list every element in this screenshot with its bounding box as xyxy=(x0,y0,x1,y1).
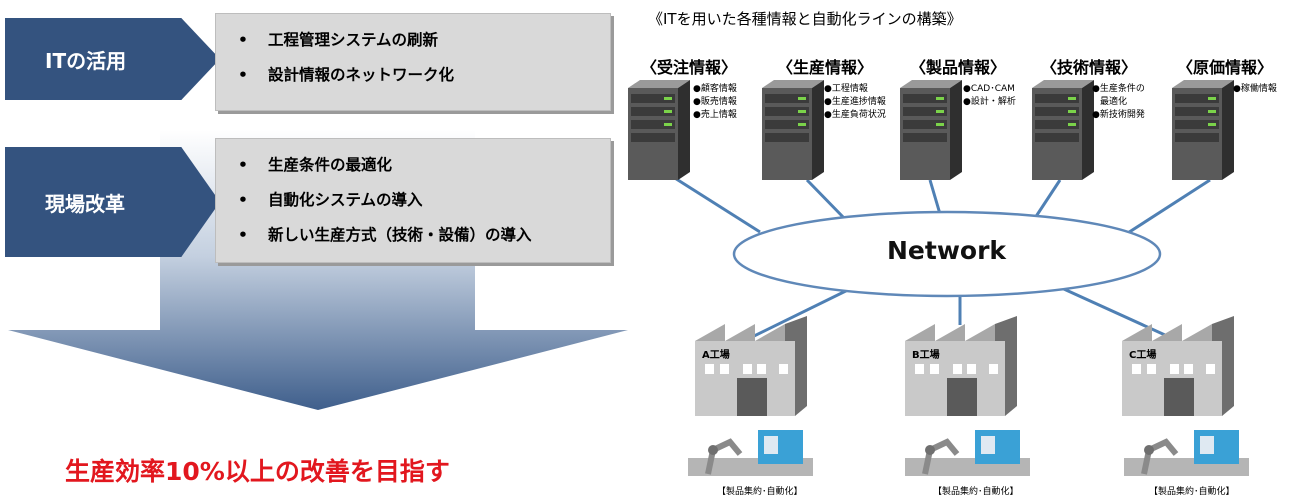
factory-label: C工場 xyxy=(1129,350,1157,361)
automation-line-icon xyxy=(688,430,813,476)
site-reform-label: 現場改革 xyxy=(45,191,125,216)
server-info-list: ●稼働情報 xyxy=(1233,84,1277,94)
list-item: •新しい生産方式（技術・設備）の導入 xyxy=(238,226,532,244)
list-item: •自動化システムの導入 xyxy=(238,191,423,209)
diagram-title: 《ITを用いた各種情報と自動化ラインの構築》 xyxy=(648,10,962,28)
server-info-list: ●顧客情報●販売情報●売上情報 xyxy=(693,84,737,120)
server-category: 〈製品情報〉 xyxy=(909,58,1006,77)
list-item: •生産条件の最適化 xyxy=(238,156,393,174)
list-item: •設計情報のネットワーク化 xyxy=(238,66,455,84)
factory-caption: 【製品集約･自動化】 xyxy=(932,484,1020,497)
factory-label: A工場 xyxy=(702,350,730,361)
goal-text: 生産効率10%以上の改善を目指す xyxy=(65,457,450,486)
it-usage-label: ITの活用 xyxy=(45,48,127,73)
site-reform-chevron: 現場改革 xyxy=(5,147,220,257)
server-info-list: ●CAD･CAM●設計・解析 xyxy=(963,84,1016,107)
automation-line-icon xyxy=(1124,430,1249,476)
server-info-list: ●生産条件の最適化●新技術開発 xyxy=(1092,84,1145,120)
server-category: 〈生産情報〉 xyxy=(776,58,873,77)
server-icon xyxy=(762,80,824,180)
server-icon xyxy=(1032,80,1094,180)
factory-icon xyxy=(1122,316,1234,416)
server-icon xyxy=(1172,80,1234,180)
it-usage-panel: •工程管理システムの刷新 •設計情報のネットワーク化 xyxy=(215,13,611,111)
server-icon xyxy=(628,80,690,180)
factory-icon xyxy=(905,316,1017,416)
server-info-list: ●工程情報●生産進捗情報●生産負荷状況 xyxy=(824,84,886,120)
list-item: •工程管理システムの刷新 xyxy=(238,31,439,49)
network-label: Network xyxy=(887,236,1007,265)
automation-line-icon xyxy=(905,430,1030,476)
factory-caption: 【製品集約･自動化】 xyxy=(1148,484,1236,497)
factory-icon xyxy=(695,316,807,416)
server-category: 〈原価情報〉 xyxy=(1176,58,1273,77)
network-ellipse xyxy=(732,210,1162,298)
server-category: 〈技術情報〉 xyxy=(1040,58,1137,77)
server-icon xyxy=(900,80,962,180)
site-reform-panel: •生産条件の最適化 •自動化システムの導入 •新しい生産方式（技術・設備）の導入 xyxy=(215,138,611,263)
it-usage-chevron: ITの活用 xyxy=(5,18,220,100)
factory-label: B工場 xyxy=(912,350,940,361)
server-category: 〈受注情報〉 xyxy=(640,58,737,77)
factory-caption: 【製品集約･自動化】 xyxy=(716,484,804,497)
